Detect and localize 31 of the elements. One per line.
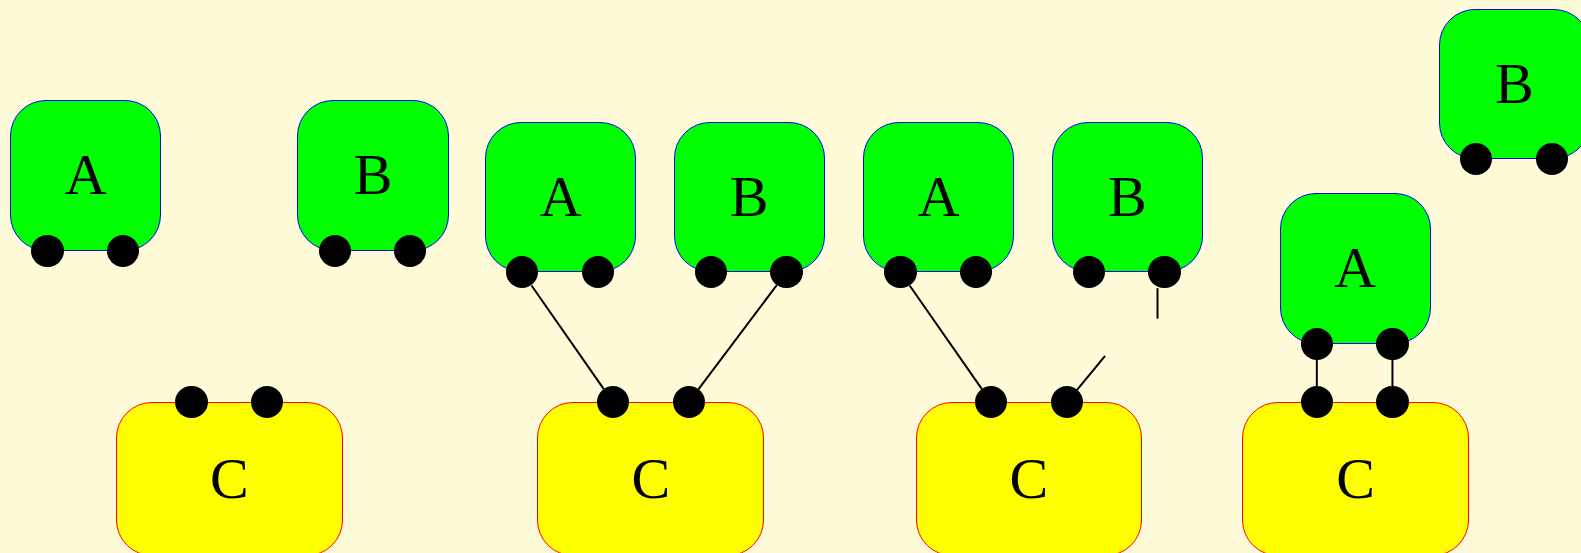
box-letter: C <box>1009 449 1049 508</box>
connector-line <box>908 284 983 391</box>
box-letter: A <box>1334 239 1377 298</box>
rounded-box <box>1279 192 1431 344</box>
connector-line <box>1156 287 1159 320</box>
rounded-box <box>297 99 449 252</box>
rounded-box <box>10 99 162 252</box>
box-letter: A <box>917 168 960 227</box>
connector-line <box>1391 358 1394 388</box>
rounded-box <box>1051 122 1203 273</box>
rounded-box <box>537 402 765 553</box>
connector-line <box>1315 358 1318 388</box>
box-letter: C <box>1336 449 1375 508</box>
rounded-box <box>485 122 637 273</box>
rounded-box <box>915 402 1143 553</box>
box-letter: B <box>353 146 393 205</box>
box-letter: C <box>210 449 249 508</box>
rounded-box <box>863 122 1015 273</box>
box-letter: C <box>631 449 671 508</box>
rounded-box <box>115 402 343 553</box>
box-letter: A <box>64 146 107 205</box>
rounded-box <box>1242 402 1470 553</box>
box-letter: A <box>539 168 582 227</box>
connector-line <box>697 284 778 391</box>
box-letter: B <box>1107 168 1147 227</box>
rounded-box <box>1438 9 1581 160</box>
rounded-box <box>673 122 825 273</box>
connector-line <box>530 284 605 391</box>
box-letter: B <box>729 168 769 227</box>
box-letter: B <box>1495 55 1534 114</box>
connector-line <box>1076 354 1107 391</box>
